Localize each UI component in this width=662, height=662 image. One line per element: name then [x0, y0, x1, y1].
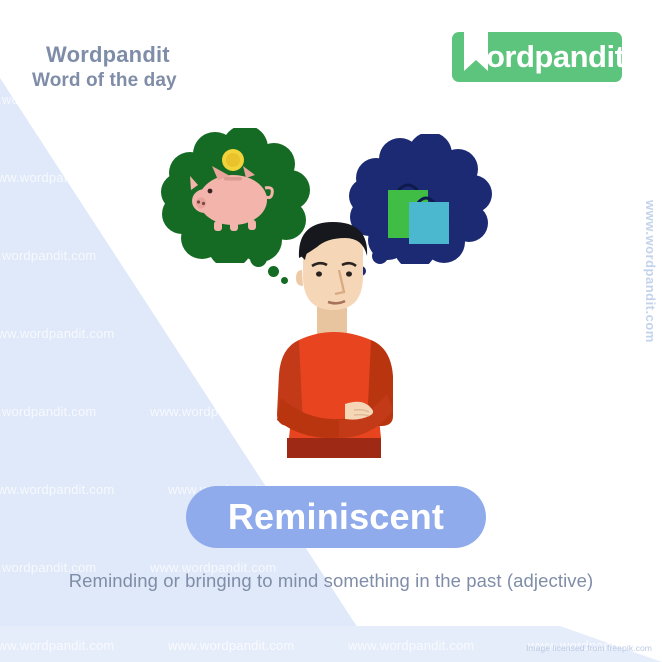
page-title: Wordpandit: [46, 42, 170, 67]
thought-tail-dot: [372, 248, 388, 264]
piggy-bank-icon: [190, 166, 274, 231]
bookmark-icon: [464, 27, 488, 71]
background-bottom-band: [0, 626, 662, 662]
thought-tail-dot: [268, 266, 279, 277]
logo-text: ordpandit: [486, 39, 625, 74]
wordpandit-logo[interactable]: ordpandit: [452, 27, 625, 82]
page-subtitle: Word of the day: [32, 70, 177, 91]
shopping-bags-icon: [388, 183, 449, 244]
character-illustration: [277, 222, 393, 458]
word-definition: Reminding or bringing to mind something …: [68, 570, 594, 591]
thought-tail-dot: [281, 277, 288, 284]
thought-bubble-savings: [161, 128, 310, 263]
word-term: Reminiscent: [227, 496, 445, 537]
image-credit: Image licensed from freepik.com: [526, 643, 652, 653]
thought-bubble-shopping: [349, 134, 492, 264]
word-pill: Reminiscent: [186, 486, 486, 548]
watermark-vertical: www.wordpandit.com: [643, 200, 658, 343]
thought-tail-dot: [250, 250, 267, 267]
